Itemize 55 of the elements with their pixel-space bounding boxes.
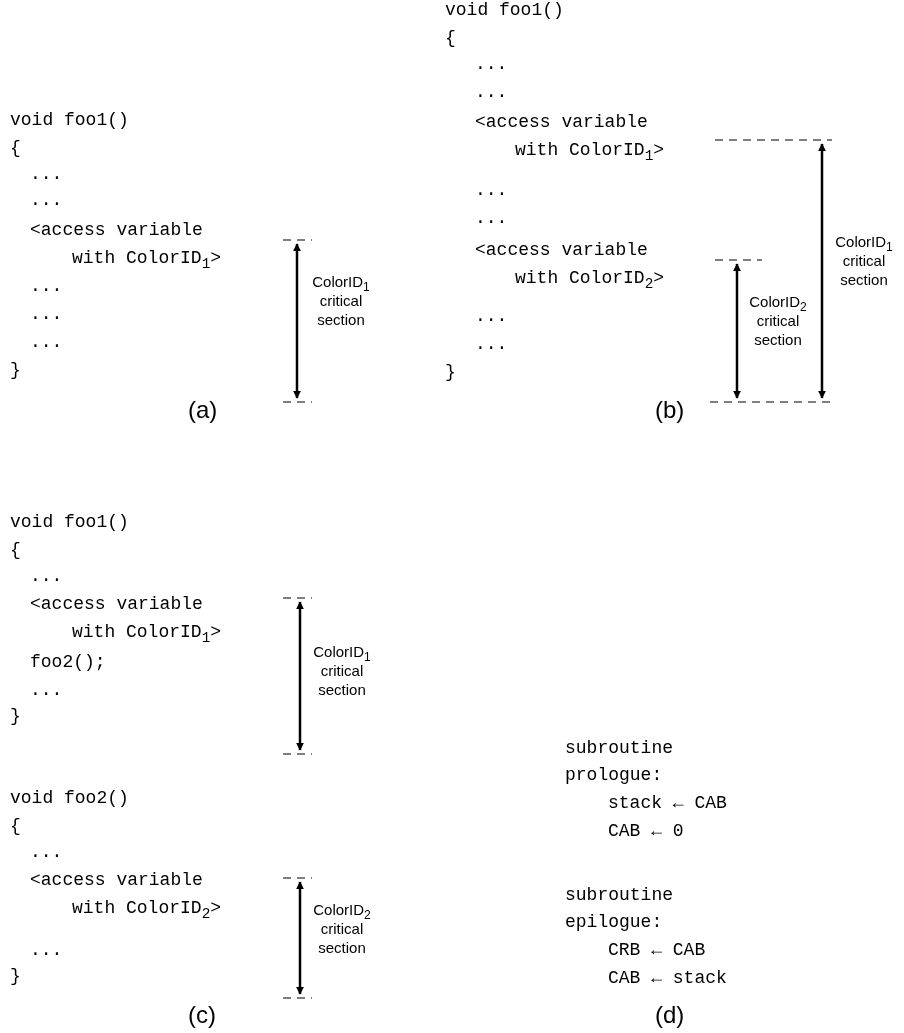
code-line: stack ← CAB	[608, 793, 727, 813]
code-line: ...	[30, 164, 63, 184]
code-line: void foo2()	[10, 788, 129, 808]
code-line: <access variable	[30, 220, 203, 240]
code-line: ...	[30, 940, 63, 960]
code-line: <access variable	[30, 870, 203, 890]
code-line: CAB ← stack	[608, 968, 727, 988]
panel-caption: (b)	[655, 396, 685, 424]
code-line: CRB ← CAB	[608, 940, 706, 960]
code-line: void foo1()	[445, 0, 564, 20]
code-line: subroutine	[565, 885, 674, 905]
code-line: {	[10, 816, 21, 836]
code-line: ...	[30, 566, 63, 586]
code-line: CAB ← 0	[608, 821, 684, 841]
code-line: ...	[475, 334, 508, 354]
code-line: <access variable	[30, 594, 203, 614]
dimension-label: ColorID$_{1}$ critical section	[312, 641, 372, 699]
code-line: ...	[30, 190, 63, 210]
code-line: epilogue:	[565, 912, 663, 932]
code-line: with ColorID$_{1}$>	[515, 140, 665, 160]
panel-caption: (a)	[188, 396, 218, 424]
code-line: ...	[30, 332, 63, 352]
panel-caption: (c)	[188, 1001, 216, 1029]
code-line: <access variable	[475, 240, 648, 260]
dimension-label: ColorID$_{2}$ critical section	[312, 899, 372, 957]
dimension-label: ColorID$_{2}$ critical section	[748, 291, 808, 349]
code-line: with ColorID$_{2}$>	[72, 898, 222, 918]
code-line: foo2();	[30, 652, 106, 672]
code-line: ...	[30, 304, 63, 324]
code-line: ...	[475, 180, 508, 200]
dimension-label: ColorID$_{1}$ critical section	[311, 271, 371, 329]
code-line: with ColorID$_{1}$>	[72, 248, 222, 268]
code-line: {	[445, 28, 456, 48]
code-line: with ColorID$_{1}$>	[72, 622, 222, 642]
code-line: prologue:	[565, 765, 663, 785]
code-line: }	[10, 966, 21, 986]
code-line: }	[445, 362, 456, 382]
code-line: ...	[30, 680, 63, 700]
code-line: ...	[30, 276, 63, 296]
panel-caption: (d)	[655, 1001, 685, 1029]
code-line: ...	[475, 306, 508, 326]
code-line: ...	[475, 82, 508, 102]
code-line: {	[10, 138, 21, 158]
code-line: ...	[475, 54, 508, 74]
dimension-label: ColorID$_{1}$ critical section	[834, 231, 894, 289]
code-line: ...	[475, 208, 508, 228]
code-line: void foo1()	[10, 110, 129, 130]
code-line: {	[10, 540, 21, 560]
code-line: <access variable	[475, 112, 648, 132]
code-line: subroutine	[565, 738, 674, 758]
code-line: ...	[30, 842, 63, 862]
code-line: }	[10, 360, 21, 380]
code-line: with ColorID$_{2}$>	[515, 268, 665, 288]
code-line: void foo1()	[10, 512, 129, 532]
code-line: }	[10, 706, 21, 726]
